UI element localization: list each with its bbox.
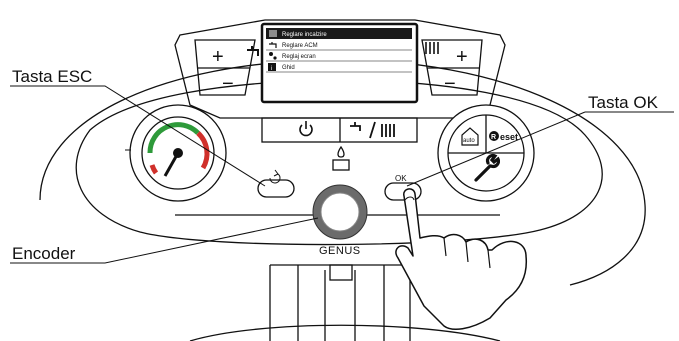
ok-key-callout-label: Tasta OK: [588, 93, 659, 112]
radiator-icon: [425, 42, 439, 54]
gauge-needle: [163, 152, 180, 177]
encoder-callout-label: Encoder: [12, 244, 76, 263]
esc-key-callout-label: Tasta ESC: [12, 67, 92, 86]
ok-callout-line: [406, 111, 674, 187]
menu-item-ghid[interactable]: i Ghid: [268, 63, 295, 72]
panel-outer-contour: [39, 59, 646, 286]
tap-icon: [269, 42, 277, 48]
pressure-gauge: [125, 104, 227, 202]
right-button-outline: [421, 39, 483, 96]
esc-button[interactable]: [257, 169, 295, 198]
left-adjust-buttons: [194, 39, 256, 96]
panel-base-curve: [189, 324, 501, 341]
reset-button[interactable]: R eset: [489, 131, 518, 142]
mode-button[interactable]: [350, 121, 395, 139]
menu-item-label: Reglare ACM: [282, 43, 318, 49]
esc-callout-line: [10, 85, 266, 187]
right-adjust-buttons: [421, 39, 483, 96]
auto-label: auto: [463, 138, 475, 144]
stand-outline: [269, 264, 411, 341]
house-icon: [461, 127, 479, 146]
reset-r-letter: R: [491, 134, 496, 141]
ok-label: OK: [395, 174, 407, 183]
summer-winter-icon: [350, 121, 395, 139]
left-plus-button[interactable]: +: [212, 46, 224, 68]
auto-button[interactable]: auto: [461, 127, 479, 146]
power-button[interactable]: [299, 121, 313, 137]
encoder-knob[interactable]: [312, 184, 368, 240]
service-wrench-button[interactable]: [474, 153, 501, 182]
menu-item-selected-highlight: [266, 28, 412, 39]
menu-item-label: Reglare incalzire: [282, 32, 327, 38]
menu-item-label: Ghid: [282, 65, 295, 71]
info-icon: [268, 63, 276, 71]
stand-notch: [329, 264, 353, 281]
encoder-callout-line: [10, 217, 319, 264]
pointing-hand-illustration: [395, 188, 528, 331]
back-arrow-icon: [269, 169, 281, 184]
menu-item-reglare-acm[interactable]: Reglare ACM: [269, 42, 318, 49]
water-drop-icon: [337, 145, 345, 158]
menu-item-reglaj-ecran[interactable]: Reglaj ecran: [269, 52, 316, 60]
left-minus-button[interactable]: −: [222, 73, 234, 95]
wrench-icon: [474, 153, 501, 182]
menu-item-label: Reglaj ecran: [282, 54, 316, 60]
status-led: [332, 159, 350, 171]
hot-water-tap-icon: [247, 46, 259, 56]
right-minus-button[interactable]: −: [444, 73, 456, 95]
brand-logo-text: GENUS: [319, 245, 361, 257]
reset-label: eset: [500, 132, 518, 142]
settings-icon: [269, 52, 277, 60]
right-plus-button[interactable]: +: [456, 46, 468, 68]
power-icon: [299, 121, 313, 137]
svg-text:i: i: [271, 66, 272, 72]
callout-lines: [10, 85, 674, 264]
lcd-display: [260, 22, 419, 104]
left-button-outline: [194, 39, 256, 96]
reset-r-badge: [489, 131, 499, 141]
radiator-icon: [269, 30, 277, 37]
gauge-green-arc: [147, 122, 200, 154]
gauge-red-arc-low: [149, 164, 159, 175]
menu-item-reglare-incalzire[interactable]: Reglare incalzire: [269, 30, 327, 38]
